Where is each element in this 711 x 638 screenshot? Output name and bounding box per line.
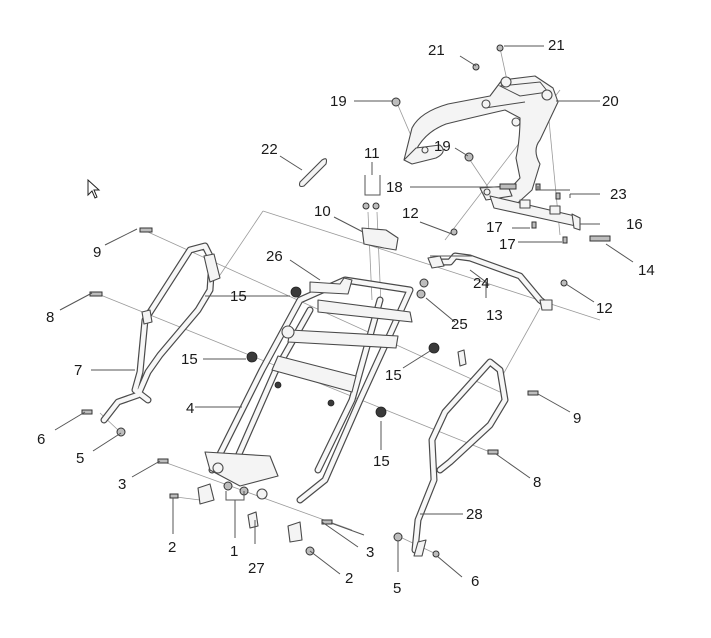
- callout-17: 17: [499, 236, 516, 253]
- callout-6: 6: [37, 431, 45, 448]
- arrow-pointer-icon: [87, 178, 101, 199]
- callout-8: 8: [533, 474, 541, 491]
- callout-16: 16: [626, 216, 643, 233]
- callout-21: 21: [548, 37, 565, 54]
- callout-15: 15: [230, 288, 247, 305]
- callout-19: 19: [330, 93, 347, 110]
- callout-labels: 1 2 2 3 3 4 5 5 6 6 7 8 8 9 9 10 11 12 1…: [37, 37, 655, 597]
- right-pannier-frame-part-28: [411, 349, 509, 557]
- top-rack-part-20: [403, 75, 559, 211]
- strap-part-22: [298, 158, 328, 188]
- callout-24: 24: [473, 275, 490, 292]
- callout-9: 9: [573, 410, 581, 427]
- callout-6: 6: [471, 573, 479, 590]
- leader-lines: [54, 45, 634, 578]
- left-pannier-frame-part-7: [100, 242, 221, 424]
- callout-2: 2: [345, 570, 353, 587]
- callout-4: 4: [186, 400, 194, 417]
- callout-7: 7: [74, 362, 82, 379]
- callout-22: 22: [261, 141, 278, 158]
- callout-9: 9: [93, 244, 101, 261]
- callout-21: 21: [428, 42, 445, 59]
- callout-3: 3: [118, 476, 126, 493]
- callout-17: 17: [486, 219, 503, 236]
- bushing-part-27: [247, 511, 259, 529]
- callout-10: 10: [314, 203, 331, 220]
- hardware: [81, 44, 611, 558]
- callout-1: 1: [230, 543, 238, 560]
- callout-20: 20: [602, 93, 619, 110]
- callout-19: 19: [434, 138, 451, 155]
- callout-28: 28: [466, 506, 483, 523]
- callout-3: 3: [366, 544, 374, 561]
- callout-11: 11: [364, 145, 380, 162]
- subframe-part-4: [197, 276, 414, 543]
- callout-15: 15: [373, 453, 390, 470]
- callout-14: 14: [638, 262, 655, 279]
- callout-5: 5: [76, 450, 84, 467]
- callout-15: 15: [181, 351, 198, 368]
- grab-bar-part-13: [427, 252, 553, 311]
- plate-part-10: [361, 227, 399, 251]
- callout-25: 25: [451, 316, 468, 333]
- plate-part-26: [309, 277, 353, 295]
- rack-bracket-part-16: [489, 195, 581, 231]
- callout-2: 2: [168, 539, 176, 556]
- callout-18: 18: [386, 179, 403, 196]
- callout-8: 8: [46, 309, 54, 326]
- callout-15: 15: [385, 367, 402, 384]
- callout-13: 13: [486, 307, 503, 324]
- callout-5: 5: [393, 580, 401, 597]
- callout-26: 26: [266, 248, 283, 265]
- callout-12: 12: [596, 300, 613, 317]
- callout-27: 27: [248, 560, 265, 577]
- callout-12: 12: [402, 205, 419, 222]
- callout-23: 23: [610, 186, 627, 203]
